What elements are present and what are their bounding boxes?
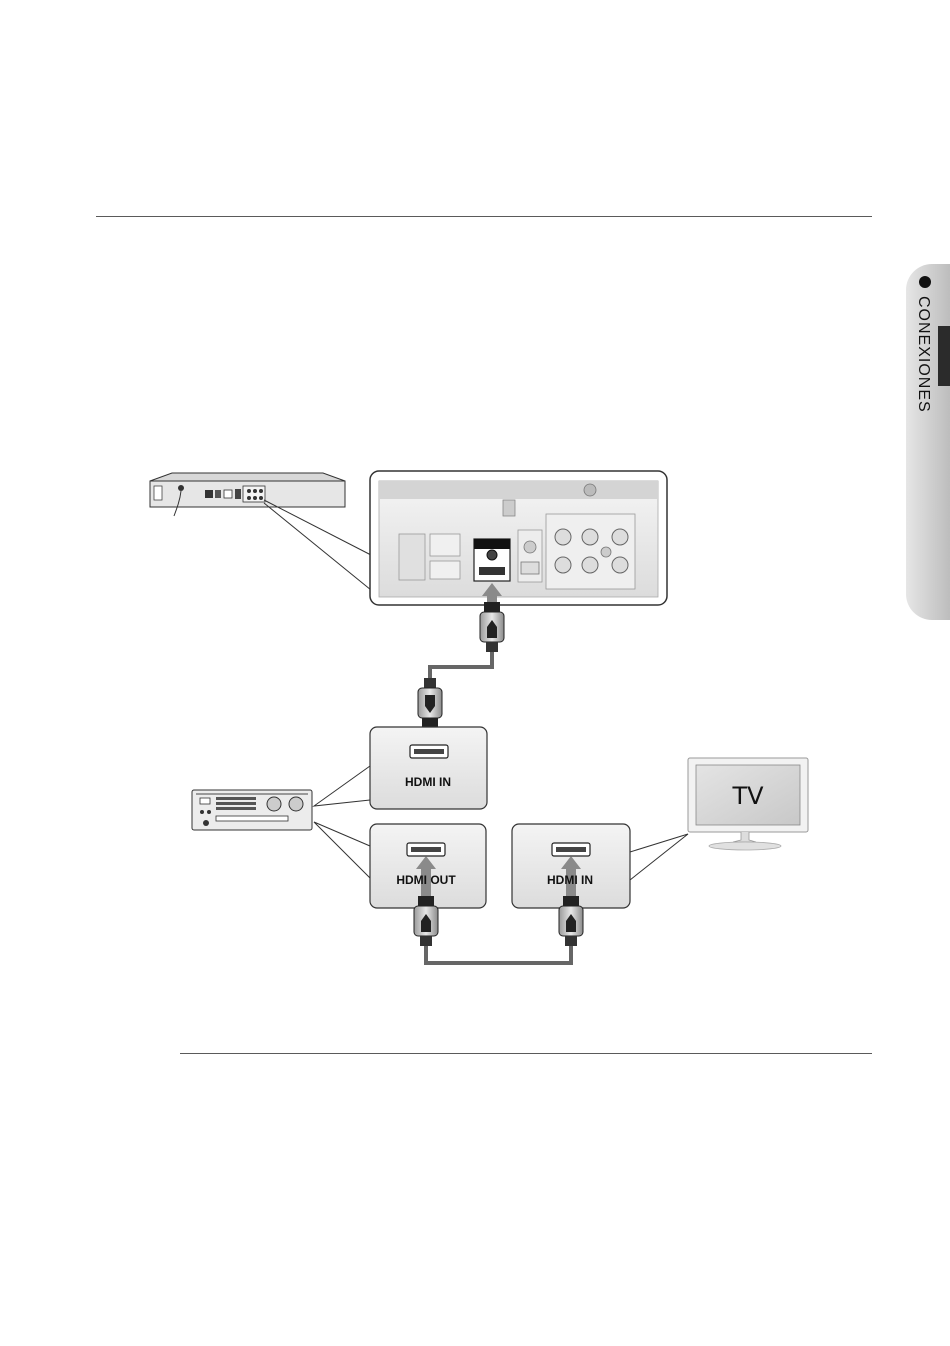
hdmi-cable	[430, 650, 492, 680]
zoom-line	[314, 822, 370, 878]
receiver-hdmi-out-label: HDMI OUT	[396, 873, 456, 887]
hdmi-cable	[426, 944, 571, 963]
bottom-divider	[180, 1053, 872, 1054]
zoom-line	[630, 834, 688, 880]
player-device	[150, 473, 345, 516]
hdmi-plug-icon	[480, 602, 504, 652]
receiver-hdmi-in-callout	[370, 727, 487, 809]
rear-panel-closeup	[370, 471, 667, 605]
av-receiver-device	[192, 790, 312, 830]
hdmi-plug-icon	[418, 678, 442, 730]
receiver-hdmi-in-label: HDMI IN	[405, 775, 451, 789]
zoom-line	[314, 766, 370, 806]
tv-hdmi-in-label: HDMI IN	[547, 873, 593, 887]
tv-label: TV	[731, 782, 764, 810]
